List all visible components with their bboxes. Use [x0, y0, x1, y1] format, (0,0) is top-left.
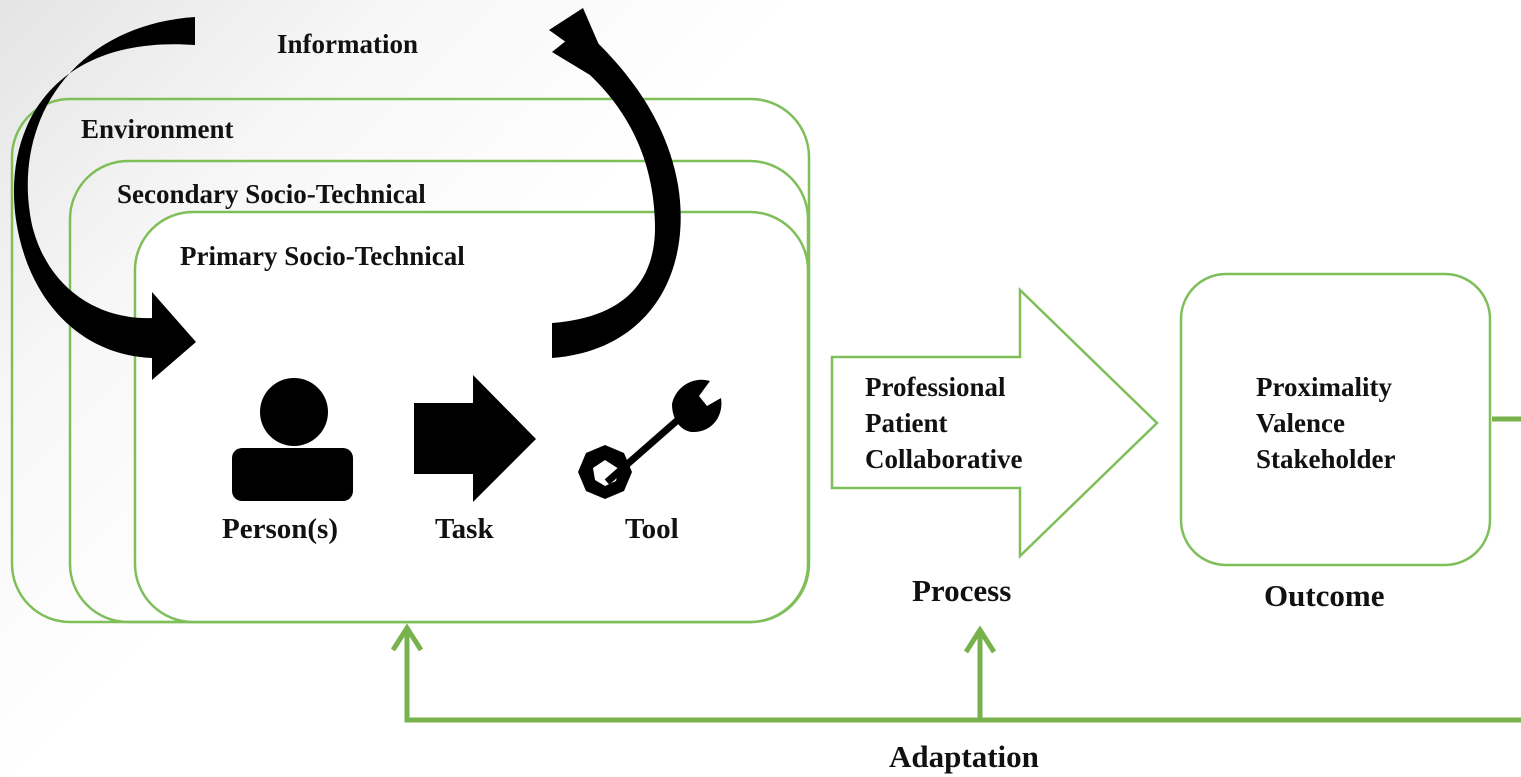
person-icon: [232, 378, 353, 501]
adaptation-feedback-line: [404, 416, 1521, 723]
tool-label: Tool: [625, 513, 679, 545]
curved-arrow-up-head: [549, 8, 612, 75]
outcome-item: Proximality: [1256, 372, 1392, 402]
process-item: Collaborative: [865, 444, 1023, 474]
curved-arrow-down-icon: [13, 17, 196, 380]
primary-feedback-arrowhead: [390, 623, 424, 652]
environment-label: Environment: [81, 114, 234, 144]
wrench-icon: [578, 379, 722, 499]
primary-label: Primary Socio-Technical: [180, 241, 465, 271]
secondary-label: Secondary Socio-Technical: [117, 179, 426, 209]
task-label: Task: [435, 513, 494, 545]
process-item: Professional: [865, 372, 1006, 402]
arrow-right-icon: [414, 375, 536, 502]
outcome-item: Stakeholder: [1256, 444, 1396, 474]
curved-arrow-up-icon: [552, 28, 681, 358]
outcome-list: Proximality Valence Stakeholder: [1256, 369, 1396, 477]
outcome-label: Outcome: [1264, 578, 1385, 613]
outcome-box: [1179, 272, 1492, 567]
process-list: Professional Patient Collaborative: [865, 369, 1022, 477]
person-label: Person(s): [222, 513, 338, 545]
information-label: Information: [277, 29, 418, 59]
process-item: Patient: [865, 408, 948, 438]
process-arrow: [830, 287, 1159, 559]
process-feedback-arrowhead: [963, 625, 997, 654]
outcome-item: Valence: [1256, 408, 1345, 438]
adaptation-label: Adaptation: [889, 739, 1039, 774]
process-label: Process: [912, 573, 1012, 608]
